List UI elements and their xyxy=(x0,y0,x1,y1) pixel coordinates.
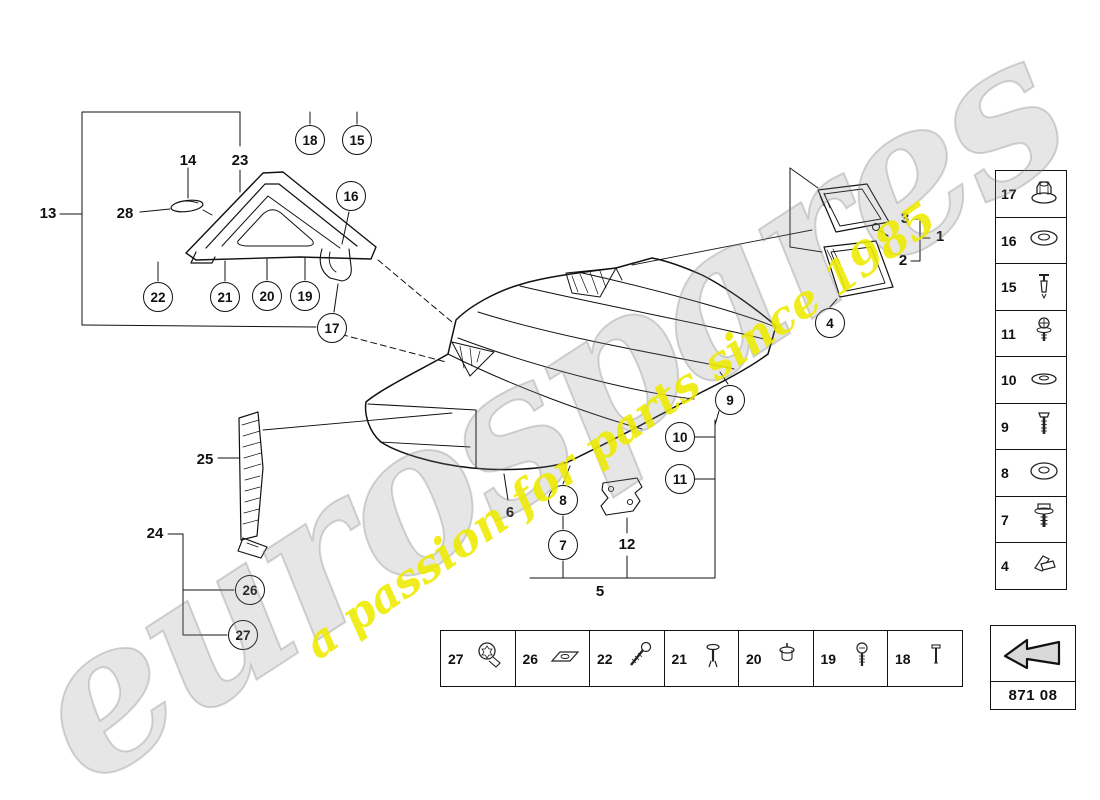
part-number-label: 19 xyxy=(820,650,837,667)
legend-cell-8[interactable]: 8 xyxy=(995,449,1067,497)
callout-24[interactable]: 24 xyxy=(146,525,164,542)
part-number-label: 10 xyxy=(1001,372,1017,388)
callout-20[interactable]: 20 xyxy=(252,281,282,311)
callout-25[interactable]: 25 xyxy=(196,451,214,468)
strip-cell-21[interactable]: 21 xyxy=(663,630,740,687)
callout-11[interactable]: 11 xyxy=(665,464,695,494)
strip-cell-20[interactable]: 20 xyxy=(738,630,814,687)
round-screw-icon xyxy=(845,639,881,678)
large-washer-icon xyxy=(1027,455,1061,492)
back-arrow-icon[interactable] xyxy=(991,626,1075,682)
grommet-nut-icon xyxy=(770,639,806,678)
part-number-label: 21 xyxy=(671,650,688,667)
callout-9[interactable]: 9 xyxy=(715,385,745,415)
legend-cell-15[interactable]: 15 xyxy=(995,263,1067,311)
legend-cell-16[interactable]: 16 xyxy=(995,216,1067,265)
fastener-strip: 27 26 22 xyxy=(440,630,963,687)
speed-nut-icon xyxy=(547,640,583,677)
flange-nut-icon xyxy=(1027,176,1061,213)
part-number-label: 26 xyxy=(522,650,539,667)
callout-21[interactable]: 21 xyxy=(210,282,240,312)
legend-cell-7[interactable]: 7 xyxy=(995,495,1067,544)
callout-16[interactable]: 16 xyxy=(336,181,366,211)
strip-cell-26[interactable]: 26 xyxy=(514,630,591,687)
callout-26[interactable]: 26 xyxy=(235,575,265,605)
callout-5[interactable]: 5 xyxy=(595,583,605,600)
legend-cell-17[interactable]: 17 xyxy=(995,170,1067,218)
fastener-legend: 17 16 15 xyxy=(995,170,1067,590)
callout-12[interactable]: 12 xyxy=(618,536,636,553)
strip-cell-27[interactable]: 27 xyxy=(440,630,516,687)
screw-washer-icon xyxy=(1027,314,1061,353)
tapping-screw-icon xyxy=(621,639,657,678)
callout-18[interactable]: 18 xyxy=(295,125,325,155)
part-number-label: 9 xyxy=(1001,418,1009,435)
legend-cell-11[interactable]: 11 xyxy=(995,309,1067,358)
callout-13[interactable]: 13 xyxy=(39,205,57,222)
callout-22[interactable]: 22 xyxy=(143,282,173,312)
strip-cell-22[interactable]: 22 xyxy=(589,630,665,687)
callout-23[interactable]: 23 xyxy=(231,152,249,169)
part-number-label: 8 xyxy=(1001,465,1009,481)
diagram-code-box[interactable]: 871 08 xyxy=(990,625,1076,710)
callout-28[interactable]: 28 xyxy=(116,205,134,222)
part-number-label: 15 xyxy=(1001,279,1017,295)
part-number-label: 20 xyxy=(746,650,762,667)
hex-bolt-icon xyxy=(1027,500,1061,539)
callout-4[interactable]: 4 xyxy=(815,308,845,338)
callout-10[interactable]: 10 xyxy=(665,422,695,452)
strip-cell-18[interactable]: 18 xyxy=(887,630,963,687)
torx-screw-icon xyxy=(472,638,508,679)
part-number-label: 4 xyxy=(1001,558,1009,574)
part-number-label: 7 xyxy=(1001,511,1009,528)
small-rivet-icon xyxy=(919,639,955,678)
callout-3[interactable]: 3 xyxy=(900,210,910,227)
callout-1[interactable]: 1 xyxy=(935,228,945,245)
callout-19[interactable]: 19 xyxy=(290,281,320,311)
part-number-label: 22 xyxy=(597,650,613,667)
part-number-label: 16 xyxy=(1001,232,1017,249)
callout-27[interactable]: 27 xyxy=(228,620,258,650)
flat-washer-icon xyxy=(1027,363,1061,398)
callout-17[interactable]: 17 xyxy=(317,313,347,343)
sheet-clip-icon xyxy=(1027,548,1061,585)
strip-cell-19[interactable]: 19 xyxy=(812,630,889,687)
rivet-icon xyxy=(696,639,732,678)
diagram-code: 871 08 xyxy=(1008,687,1058,704)
expander-rivet-icon xyxy=(1027,269,1061,306)
callout-6[interactable]: 6 xyxy=(505,504,515,521)
callout-15[interactable]: 15 xyxy=(342,125,372,155)
legend-cell-4[interactable]: 4 xyxy=(995,542,1067,590)
part-number-label: 11 xyxy=(1001,325,1016,342)
part-number-label: 17 xyxy=(1001,186,1017,202)
callout-14[interactable]: 14 xyxy=(179,152,197,169)
washer-icon xyxy=(1027,223,1061,258)
part-number-label: 18 xyxy=(895,650,911,667)
callout-8[interactable]: 8 xyxy=(548,485,578,515)
legend-cell-10[interactable]: 10 xyxy=(995,356,1067,404)
legend-cell-9[interactable]: 9 xyxy=(995,402,1067,451)
callout-7[interactable]: 7 xyxy=(548,530,578,560)
callout-2[interactable]: 2 xyxy=(898,252,908,269)
part-number-label: 27 xyxy=(448,650,464,667)
screw-icon xyxy=(1027,408,1061,445)
